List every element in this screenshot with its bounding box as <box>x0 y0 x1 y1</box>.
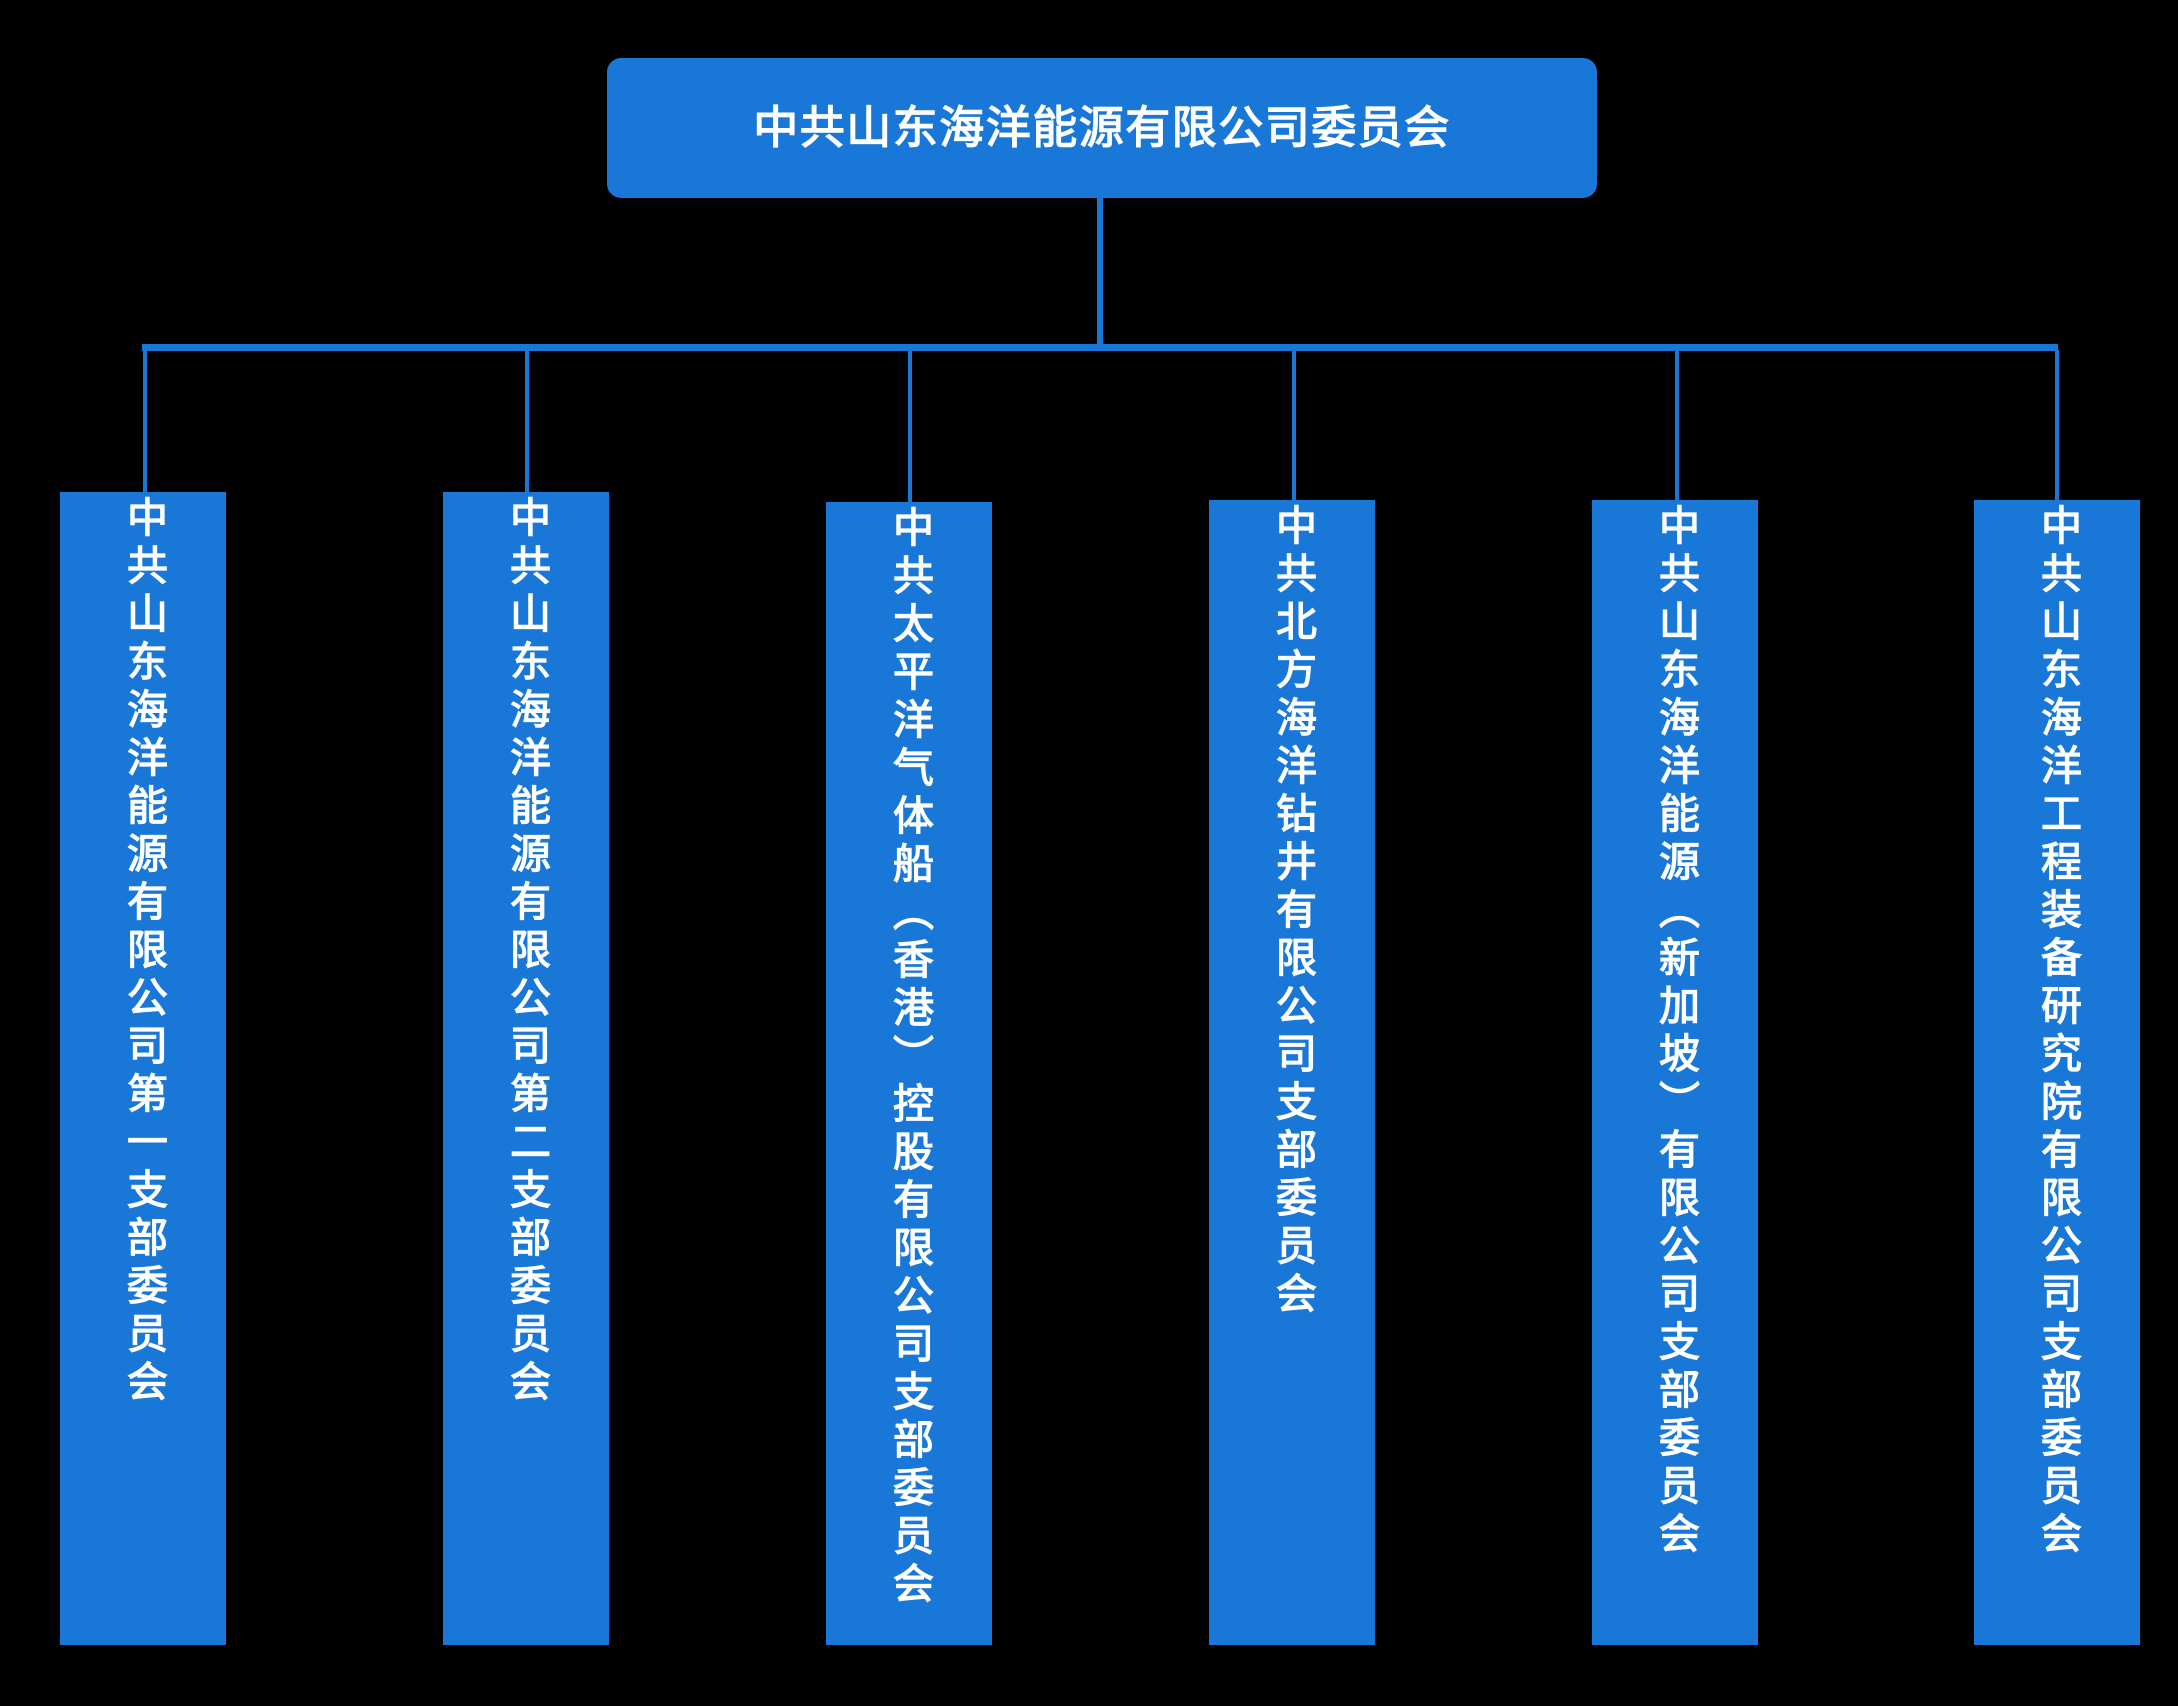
connector-drop-5 <box>1675 350 1679 503</box>
org-node-child-6-label: 中共山东海洋工程装备研究院有限公司支部委员会 <box>2034 504 2081 1560</box>
connector-horizontal-bus <box>142 344 2058 351</box>
org-node-child-3-label: 中共太平洋气体船（香港）控股有限公司支部委员会 <box>886 506 933 1610</box>
org-node-child-1[interactable]: 中共山东海洋能源有限公司第一支部委员会 <box>60 492 226 1645</box>
org-node-child-4[interactable]: 中共北方海洋钻井有限公司支部委员会 <box>1209 500 1375 1645</box>
org-node-child-5-label: 中共山东海洋能源（新加坡）有限公司支部委员会 <box>1652 504 1699 1560</box>
org-node-child-2-label: 中共山东海洋能源有限公司第二支部委员会 <box>503 496 550 1408</box>
connector-drop-4 <box>1292 350 1296 503</box>
connector-drop-3 <box>908 350 912 505</box>
org-node-child-1-label: 中共山东海洋能源有限公司第一支部委员会 <box>120 496 167 1408</box>
org-node-root-label: 中共山东海洋能源有限公司委员会 <box>753 102 1451 154</box>
connector-root-stem <box>1097 198 1103 350</box>
org-node-child-3[interactable]: 中共太平洋气体船（香港）控股有限公司支部委员会 <box>826 502 992 1645</box>
org-node-child-2[interactable]: 中共山东海洋能源有限公司第二支部委员会 <box>443 492 609 1645</box>
org-node-child-5[interactable]: 中共山东海洋能源（新加坡）有限公司支部委员会 <box>1592 500 1758 1645</box>
connector-drop-1 <box>143 350 147 495</box>
org-node-root[interactable]: 中共山东海洋能源有限公司委员会 <box>607 58 1597 198</box>
org-node-child-4-label: 中共北方海洋钻井有限公司支部委员会 <box>1269 504 1316 1320</box>
org-node-child-6[interactable]: 中共山东海洋工程装备研究院有限公司支部委员会 <box>1974 500 2140 1645</box>
connector-drop-6 <box>2055 350 2059 503</box>
connector-drop-2 <box>525 350 529 495</box>
